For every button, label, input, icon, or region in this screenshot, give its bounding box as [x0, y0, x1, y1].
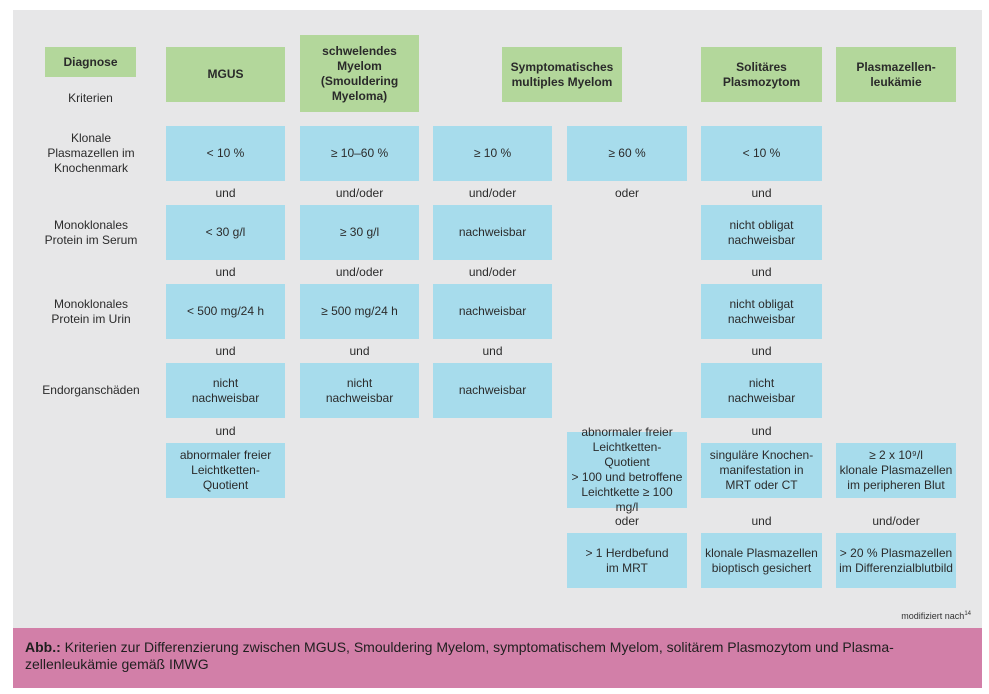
column-header-symptomatic: Symptomatisches multiples Myelom: [502, 47, 622, 102]
cell-extra-leukemia: ≥ 2 x 10⁹/l klonale Plasmazellen im peri…: [836, 443, 956, 498]
cell-marrow-symptomatic-a: ≥ 10 %: [433, 126, 552, 181]
cell-serum-solitary: nicht obligat nachweisbar: [701, 205, 822, 260]
column-header-mgus: MGUS: [166, 47, 285, 102]
cell-final-solitary: klonale Plasmazellen bioptisch gesichert: [701, 533, 822, 588]
connector-label: oder: [614, 186, 640, 200]
connector-label: und: [751, 186, 772, 200]
connector-label: und/oder: [468, 186, 517, 200]
criterion-urine: Monoklonales Protein im Urin: [51, 296, 131, 326]
connector-label: und/oder: [335, 186, 384, 200]
caption-text: Kriterien zur Differenzierung zwischen M…: [25, 639, 894, 672]
cell-urine-smouldering: ≥ 500 mg/24 h: [300, 284, 419, 339]
connector-label: und: [751, 514, 772, 528]
connector-label: und: [215, 265, 236, 279]
connector-label: und: [751, 344, 772, 358]
connector-label: und: [215, 186, 236, 200]
column-header-solitary: Solitäres Plasmozytom: [701, 47, 822, 102]
header-kriterien: Kriterien: [68, 90, 113, 105]
cell-organ-smouldering: nicht nachweisbar: [300, 363, 419, 418]
header-diagnose: Diagnose: [45, 47, 136, 77]
connector-label: und: [215, 344, 236, 358]
cell-organ-mgus: nicht nachweisbar: [166, 363, 285, 418]
connector-label: oder: [614, 514, 640, 528]
connector-label: und: [215, 424, 236, 438]
connector-label: und/oder: [468, 265, 517, 279]
cell-extra-solitary: singuläre Knochen- manifestation in MRT …: [701, 443, 822, 498]
cell-final-symptomatic: > 1 Herdbefund im MRT: [567, 533, 687, 588]
cell-marrow-symptomatic-b: ≥ 60 %: [567, 126, 687, 181]
source-footnote: modifiziert nach14: [901, 611, 971, 621]
cell-extra-symptomatic: abnormaler freier Leichtketten-Quotient …: [567, 425, 687, 514]
cell-marrow-mgus: < 10 %: [166, 126, 285, 181]
column-header-leukemia: Plasmazellen- leukämie: [836, 47, 956, 102]
cell-organ-solitary: nicht nachweisbar: [701, 363, 822, 418]
cell-marrow-solitary: < 10 %: [701, 126, 822, 181]
caption-label: Abb.:: [25, 639, 61, 655]
cell-organ-symptomatic: nachweisbar: [433, 363, 552, 418]
connector-label: und/oder: [872, 514, 920, 528]
connector-label: und: [751, 424, 772, 438]
connector-label: und: [751, 265, 772, 279]
cell-urine-symptomatic: nachweisbar: [433, 284, 552, 339]
footnote-text: modifiziert nach: [901, 611, 965, 621]
cell-marrow-smouldering: ≥ 10–60 %: [300, 126, 419, 181]
cell-serum-smouldering: ≥ 30 g/l: [300, 205, 419, 260]
column-header-smouldering: schwelendes Myelom (Smouldering Myeloma): [300, 35, 419, 112]
criterion-organ-damage: Endorganschäden: [42, 383, 140, 397]
connector-label: und/oder: [335, 265, 384, 279]
cell-final-leukemia: > 20 % Plasmazellen im Differenzialblutb…: [836, 533, 956, 588]
cell-serum-mgus: < 30 g/l: [166, 205, 285, 260]
connector-label: und: [482, 344, 503, 358]
footnote-ref: 14: [964, 611, 971, 617]
cell-urine-mgus: < 500 mg/24 h: [166, 284, 285, 339]
cell-extra-mgus: abnormaler freier Leichtketten-Quotient: [166, 443, 285, 498]
criterion-marrow: Klonale Plasmazellen im Knochenmark: [47, 131, 135, 175]
cell-serum-symptomatic: nachweisbar: [433, 205, 552, 260]
connector-label: und: [349, 344, 370, 358]
cell-urine-solitary: nicht obligat nachweisbar: [701, 284, 822, 339]
figure-caption: Abb.: Kriterien zur Differenzierung zwis…: [13, 628, 982, 688]
criterion-serum: Monoklonales Protein im Serum: [44, 217, 138, 247]
